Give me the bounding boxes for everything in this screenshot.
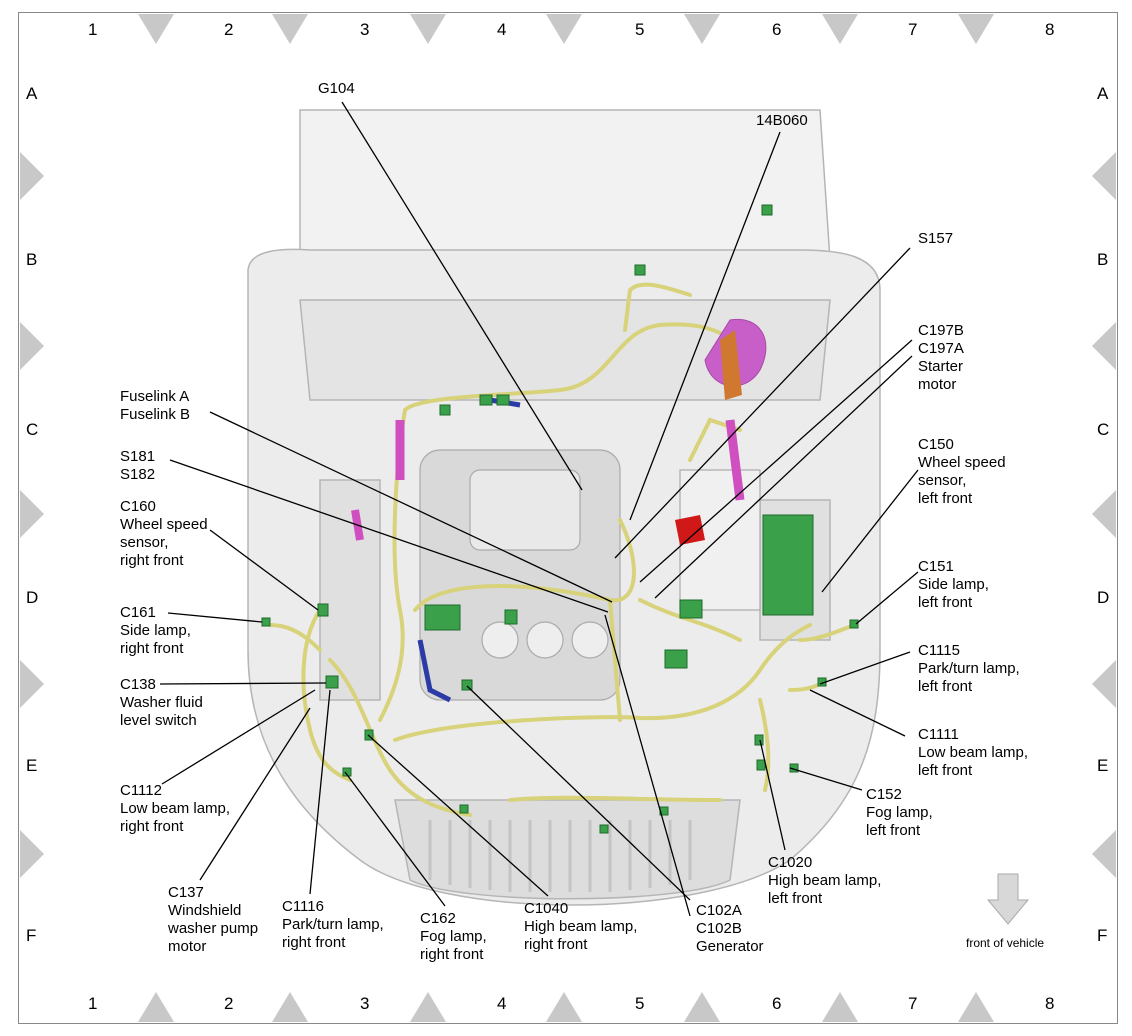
grid-col-8-top: 8 — [1045, 20, 1055, 39]
label-14b060: 14B060 — [756, 112, 808, 129]
grid-col-8-bottom: 8 — [1045, 994, 1055, 1013]
grid-col-5-top: 5 — [635, 20, 645, 39]
grid-col-7-top: 7 — [908, 20, 918, 39]
front-arrow-icon — [986, 873, 1030, 925]
grid-col-5-bottom: 5 — [635, 994, 645, 1013]
label-front-of-vehicle: front of vehicle — [966, 936, 1045, 950]
grid-col-1-bottom: 1 — [88, 994, 98, 1013]
label-g104: G104 — [318, 80, 355, 97]
grid-row-c-left: C — [26, 420, 39, 439]
grid-markers — [20, 14, 1116, 1022]
grid-row-d-left: D — [26, 588, 39, 607]
grid-row-b-left: B — [26, 250, 38, 269]
grid-col-2-bottom: 2 — [224, 994, 234, 1013]
label-s157: S157 — [918, 230, 954, 247]
grid-col-4-bottom: 4 — [497, 994, 507, 1013]
grille — [428, 820, 692, 892]
grid-row-a-right: A — [1097, 84, 1109, 103]
grid-row-a-left: A — [26, 84, 38, 103]
grid-row-c-right: C — [1097, 420, 1110, 439]
grid-col-1-top: 1 — [88, 20, 98, 39]
harness-sleeves — [351, 318, 767, 703]
grid-col-6-bottom: 6 — [772, 994, 782, 1013]
grid-row-e-right: E — [1097, 756, 1109, 775]
grid-row-f-left: F — [26, 926, 37, 945]
grid-col-2-top: 2 — [224, 20, 234, 39]
connectors — [261, 204, 859, 834]
grid-row-f-right: F — [1097, 926, 1108, 945]
grid-col-3-top: 3 — [360, 20, 370, 39]
grid-row-b-right: B — [1097, 250, 1109, 269]
diagram-frame — [18, 12, 1118, 1024]
engine-block — [419, 449, 761, 701]
grid-col-4-top: 4 — [497, 20, 507, 39]
grid-col-3-bottom: 3 — [360, 994, 370, 1013]
leader-lines — [159, 101, 919, 917]
grid-col-6-top: 6 — [772, 20, 782, 39]
grid-row-e-left: E — [26, 756, 38, 775]
grid-row-d-right: D — [1097, 588, 1110, 607]
grid-col-7-bottom: 7 — [908, 994, 918, 1013]
